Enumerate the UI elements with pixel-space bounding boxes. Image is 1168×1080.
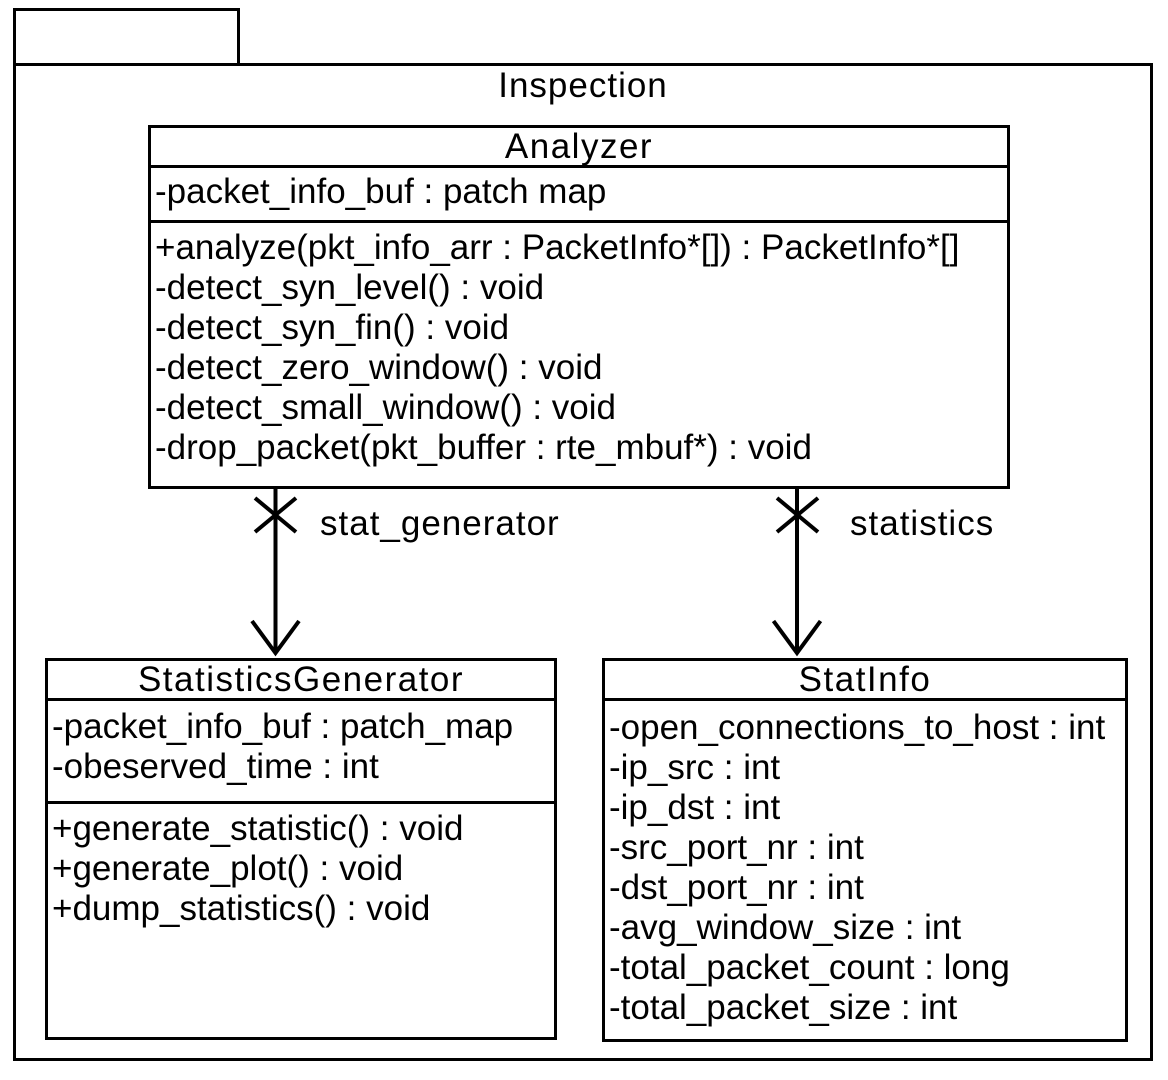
class-statistics-generator-methods: +generate_statistic() : void+generate_pl… xyxy=(48,804,554,929)
class-member-line: -obeserved_time : int xyxy=(52,747,379,786)
class-statistics-generator: StatisticsGenerator -packet_info_buf : p… xyxy=(45,658,557,1040)
class-member-line: +analyze(pkt_info_arr : PacketInfo*[]) :… xyxy=(155,228,960,267)
class-member-line: -total_packet_count : long xyxy=(609,948,1010,987)
class-member-line: +generate_statistic() : void xyxy=(52,809,464,848)
class-statistics-generator-name: StatisticsGenerator xyxy=(48,661,554,701)
class-member-line: -packet_info_buf : patch_map xyxy=(52,707,514,746)
association-label-statistics: statistics xyxy=(850,504,995,543)
class-member-line: -detect_zero_window() : void xyxy=(155,348,603,387)
class-stat-info-name: StatInfo xyxy=(605,661,1125,701)
class-member-line: -total_packet_size : int xyxy=(609,988,958,1027)
class-member-line: +dump_statistics() : void xyxy=(52,889,431,928)
class-member-line: -ip_src : int xyxy=(609,748,781,787)
class-statistics-generator-attributes: -packet_info_buf : patch_map-obeserved_t… xyxy=(48,701,554,804)
class-member-line: -open_connections_to_host : int xyxy=(609,708,1106,747)
package-tab xyxy=(13,8,240,66)
class-analyzer-name: Analyzer xyxy=(151,128,1007,168)
class-member-line: -dst_port_nr : int xyxy=(609,868,864,907)
class-member-line: -avg_window_size : int xyxy=(609,908,962,947)
association-label-stat-generator: stat_generator xyxy=(320,504,560,543)
package-title: Inspection xyxy=(498,66,668,105)
class-analyzer: Analyzer -packet_info_buf : patch map +a… xyxy=(148,125,1010,489)
class-member-line: +generate_plot() : void xyxy=(52,849,404,888)
class-stat-info-attributes: -open_connections_to_host : int-ip_src :… xyxy=(605,701,1125,1028)
class-analyzer-attributes: -packet_info_buf : patch map xyxy=(151,168,1007,223)
class-member-line: -src_port_nr : int xyxy=(609,828,864,867)
class-member-line: -detect_syn_fin() : void xyxy=(155,308,510,347)
class-member-line: -packet_info_buf : patch map xyxy=(155,172,607,211)
class-analyzer-methods: +analyze(pkt_info_arr : PacketInfo*[]) :… xyxy=(151,223,1007,468)
class-stat-info: StatInfo -open_connections_to_host : int… xyxy=(602,658,1128,1042)
class-member-line: -drop_packet(pkt_buffer : rte_mbuf*) : v… xyxy=(155,428,812,467)
class-member-line: -detect_syn_level() : void xyxy=(155,268,545,307)
class-member-line: -detect_small_window() : void xyxy=(155,388,617,427)
class-member-line: -ip_dst : int xyxy=(609,788,781,827)
